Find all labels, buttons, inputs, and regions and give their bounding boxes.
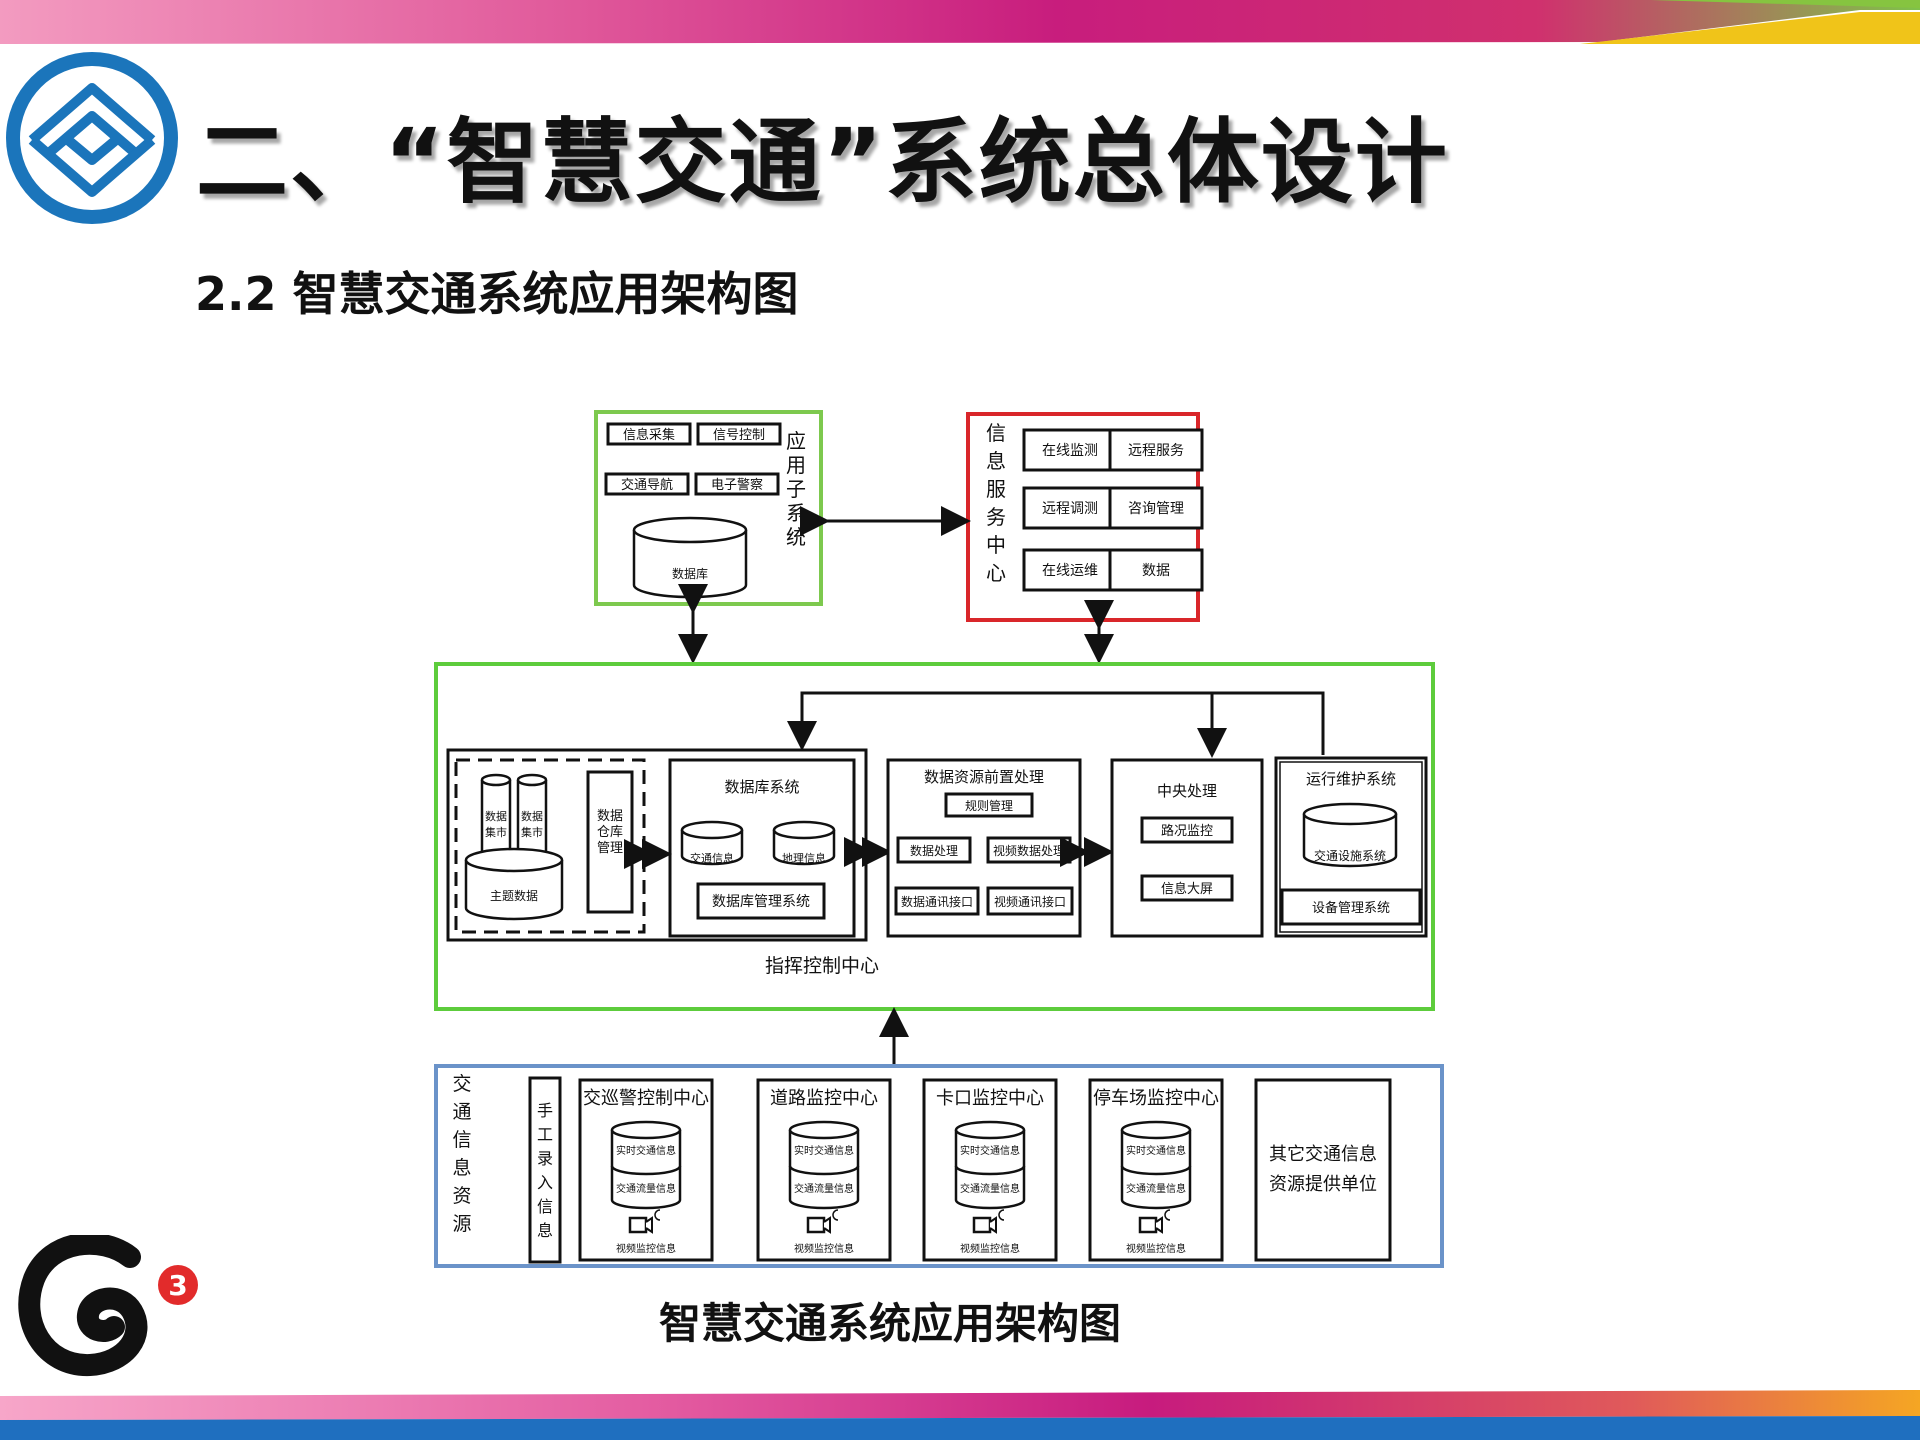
other-sources-box (1254, 1078, 1392, 1262)
ops-db-label: 交通设施系统 (1314, 848, 1386, 863)
traffic-db-icon (954, 1130, 1026, 1210)
db-top-label: 实时交通信息 (794, 1144, 854, 1157)
ops-title: 运行维护系统 (1306, 770, 1396, 788)
ops-mgmt-label: 设备管理系统 (1312, 900, 1390, 916)
db-mgmt-box (696, 882, 826, 920)
video-label: 视频监控信息 (1126, 1242, 1186, 1255)
data-mart-label: 数据集市 (521, 809, 543, 839)
top-decorative-bar (0, 0, 1920, 44)
app-subsystem-title: 应用子系统 (786, 429, 806, 549)
geo-info-db-label: 地理信息 (782, 851, 826, 865)
info-item-label: 数据 (1142, 563, 1170, 579)
manual-entry-box (528, 1076, 562, 1264)
db-top-label: 实时交通信息 (1126, 1144, 1186, 1157)
preprocess-item-label: 数据处理 (910, 843, 958, 858)
geo-info-db-icon (772, 820, 836, 866)
db-top-label: 实时交通信息 (616, 1144, 676, 1157)
app-db-label: 数据库 (672, 566, 708, 581)
diagram-caption: 智慧交通系统应用架构图 (658, 1299, 1121, 1348)
monitor-center-title: 卡口监控中心 (936, 1088, 1044, 1109)
db-top-label: 实时交通信息 (960, 1144, 1020, 1157)
other-sources-line: 其它交通信息 (1269, 1144, 1377, 1165)
camera-icon (806, 1216, 826, 1234)
theme-data-icon (464, 847, 564, 921)
camera-icon (628, 1216, 648, 1234)
camera-icon (972, 1216, 992, 1234)
db-bottom-label: 交通流量信息 (960, 1182, 1020, 1195)
preprocess-title: 数据资源前置处理 (924, 768, 1044, 786)
monitor-center-title: 停车场监控中心 (1093, 1088, 1219, 1109)
monitor-center-title: 交巡警控制中心 (583, 1088, 709, 1109)
warehouse-mgmt-label: 数据仓库管理 (597, 809, 623, 856)
video-label: 视频监控信息 (794, 1242, 854, 1255)
db-bottom-label: 交通流量信息 (794, 1182, 854, 1195)
g3-brand-logo-icon: 3 (18, 1235, 198, 1376)
china-mobile-logo-icon (6, 52, 178, 224)
data-mart-label: 数据集市 (485, 809, 507, 839)
theme-data-label: 主题数据 (490, 888, 538, 903)
camera-icon (1138, 1216, 1158, 1234)
traffic-db-icon (788, 1130, 860, 1210)
traffic-info-db-label: 交通信息 (690, 851, 734, 865)
app-item-label: 交通导航 (621, 477, 673, 493)
command-center-label: 指挥控制中心 (765, 955, 879, 977)
info-center-items: 在线监测 远程服务 远程调测 咨询管理 在线运维 数据 (1022, 428, 1204, 592)
central-title: 中央处理 (1157, 782, 1217, 800)
slide-subtitle: 2.2 智慧交通系统应用架构图 (195, 267, 799, 321)
central-item-label: 路况监控 (1161, 823, 1213, 839)
manual-entry-label: 手工录入信息 (537, 1101, 553, 1240)
info-item-label: 在线监测 (1042, 443, 1098, 459)
central-item-label: 信息大屏 (1161, 881, 1213, 897)
slide-title: 二、“智慧交通”系统总体设计 (196, 109, 1449, 216)
app-database-icon (632, 516, 748, 599)
app-subsystem-items: 信息采集 信号控制 交通导航 电子警察 (604, 422, 782, 496)
monitor-center-title: 道路监控中心 (770, 1088, 878, 1109)
db-bottom-label: 交通流量信息 (616, 1182, 676, 1195)
app-item-label: 信息采集 (623, 427, 675, 443)
video-label: 视频监控信息 (616, 1242, 676, 1255)
central-box (1110, 758, 1264, 938)
db-system-title: 数据库系统 (724, 778, 799, 796)
other-sources-line: 资源提供单位 (1269, 1174, 1377, 1195)
traffic-db-icon (1120, 1130, 1192, 1210)
info-item-label: 远程服务 (1128, 443, 1184, 459)
info-item-label: 远程调测 (1042, 501, 1098, 517)
db-bottom-label: 交通流量信息 (1126, 1182, 1186, 1195)
bottom-decorative-bar (0, 1390, 1920, 1440)
traffic-sources-title: 交通信息资源 (452, 1073, 471, 1235)
video-label: 视频监控信息 (960, 1242, 1020, 1255)
info-item-label: 咨询管理 (1128, 501, 1184, 517)
app-item-label: 信号控制 (713, 428, 765, 443)
preprocess-item-label: 视频通讯接口 (994, 894, 1066, 909)
traffic-info-db-icon (680, 820, 744, 866)
preprocess-item-label: 数据通讯接口 (901, 894, 973, 909)
app-item-label: 电子警察 (711, 477, 763, 493)
info-center-title: 信息服务中心 (986, 421, 1006, 585)
preprocess-item-label: 规则管理 (965, 798, 1013, 813)
g3-badge-text: 3 (168, 1269, 187, 1302)
info-item-label: 在线运维 (1042, 563, 1098, 579)
architecture-diagram: 信息采集 信号控制 交通导航 电子警察 数据库 应用子系统 信息服务中心 在线监… (434, 410, 1444, 1268)
db-mgmt-label: 数据库管理系统 (712, 894, 810, 910)
traffic-db-icon (610, 1130, 682, 1210)
ops-db-icon (1302, 802, 1398, 868)
preprocess-item-label: 视频数据处理 (993, 843, 1065, 858)
